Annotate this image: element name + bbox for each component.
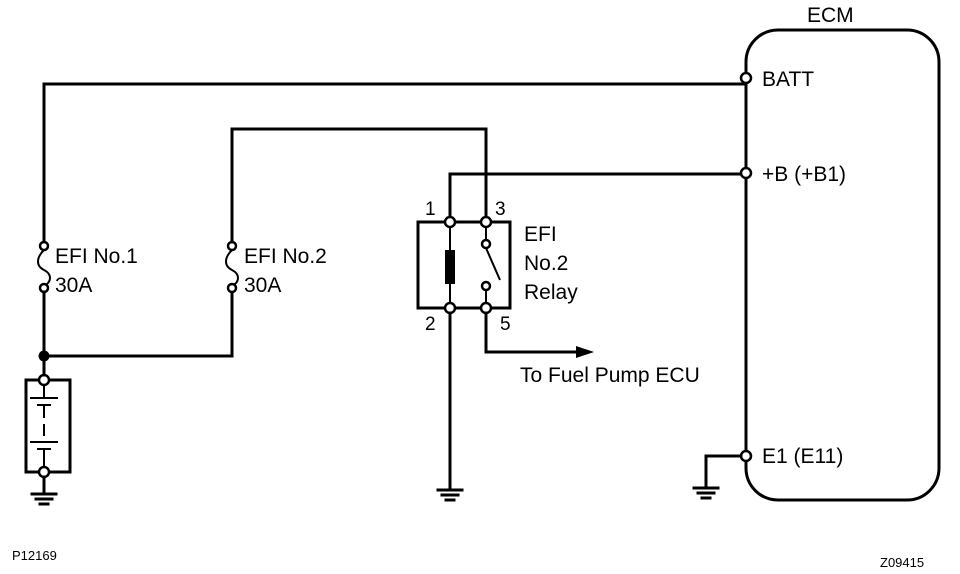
relay-ground-icon [436, 488, 464, 502]
efi1-fuse-top-terminal [38, 240, 50, 252]
ecm-batt-label: BATT [762, 68, 814, 91]
ref-code-right: Z09415 [880, 555, 924, 570]
efi2-fuse-bottom-terminal [226, 282, 238, 294]
relay-pin5-label: 5 [500, 314, 511, 335]
relay-pin1-terminal [443, 215, 457, 229]
batt-wire [42, 82, 748, 247]
relay-pin3-label: 3 [495, 199, 506, 220]
e1-ground-wire [704, 454, 743, 490]
fuel-pump-arrow-icon [576, 346, 594, 358]
ecm-e1-label: E1 (E11) [762, 445, 843, 468]
relay-switch-bottom-contact [480, 280, 492, 292]
relay-switch-top-contact [480, 238, 492, 250]
e1-ground-icon [692, 486, 720, 500]
ref-code-left: P12169 [12, 548, 57, 563]
battery-ground-icon [30, 492, 58, 506]
efi2-fuse-symbol [225, 249, 239, 287]
ecm-b-label: +B (+B1) [762, 163, 846, 186]
efi2-fuse-name: EFI No.2 [244, 245, 327, 268]
relay-label-line3: Relay [524, 281, 578, 304]
relay-pin1-label: 1 [425, 199, 436, 220]
relay-pin3-terminal [479, 215, 493, 229]
relay-switch-blade [485, 247, 501, 281]
efi1-fuse-symbol [37, 249, 51, 287]
relay-label-line2: No.2 [524, 252, 568, 275]
junction-to-efi2-wire [42, 290, 234, 358]
battery-box [24, 378, 72, 474]
relay-box [416, 220, 512, 310]
efi1-fuse-name: EFI No.1 [55, 245, 138, 268]
batt-terminal [739, 71, 753, 85]
efi1-fuse-rating: 30A [55, 274, 92, 297]
battery-symbol [30, 386, 58, 466]
efi2-fuse-rating: 30A [244, 274, 281, 297]
ecm-box [744, 28, 941, 502]
ecm-title: ECM [807, 4, 854, 27]
relay-coil-winding [445, 255, 455, 277]
relay-pin2-label: 2 [425, 314, 436, 335]
fuel-pump-label: To Fuel Pump ECU [520, 364, 700, 387]
b-terminal [739, 166, 753, 180]
relay-to-b-wire [448, 172, 748, 220]
fuel-pump-wire [484, 311, 580, 354]
relay-label-line1: EFI [524, 223, 557, 246]
